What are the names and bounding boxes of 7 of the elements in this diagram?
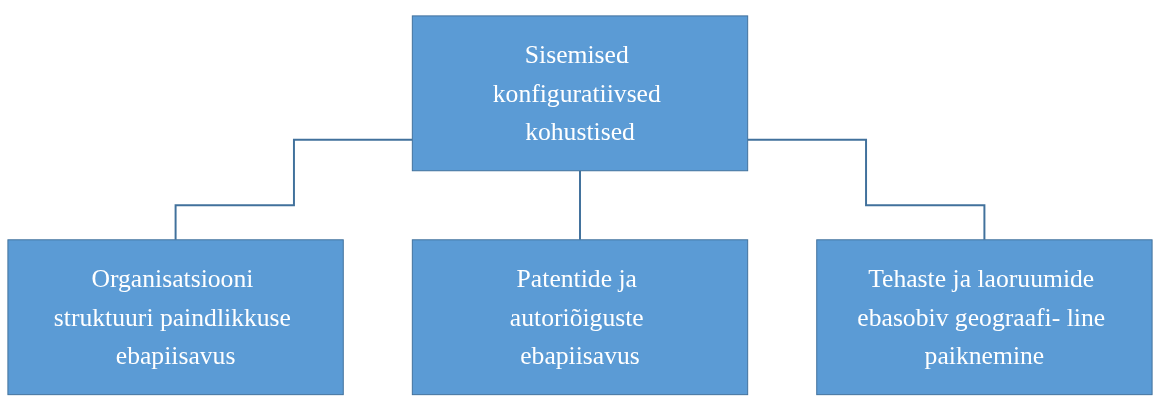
connector (174, 138, 414, 241)
node-box: Patentide ja autoriõiguste ebapiisavus (411, 239, 749, 396)
connector (579, 170, 581, 241)
node-box: Sisemised konfiguratiivsed kohustised (411, 15, 749, 172)
node-box: Organisatsiooni struktuuri paindlikkuse ebapiisavus (7, 239, 344, 396)
connector (746, 138, 986, 241)
node-box: Tehaste ja laoruumide ebasobiv geograafi- line paiknemine (816, 239, 1153, 396)
